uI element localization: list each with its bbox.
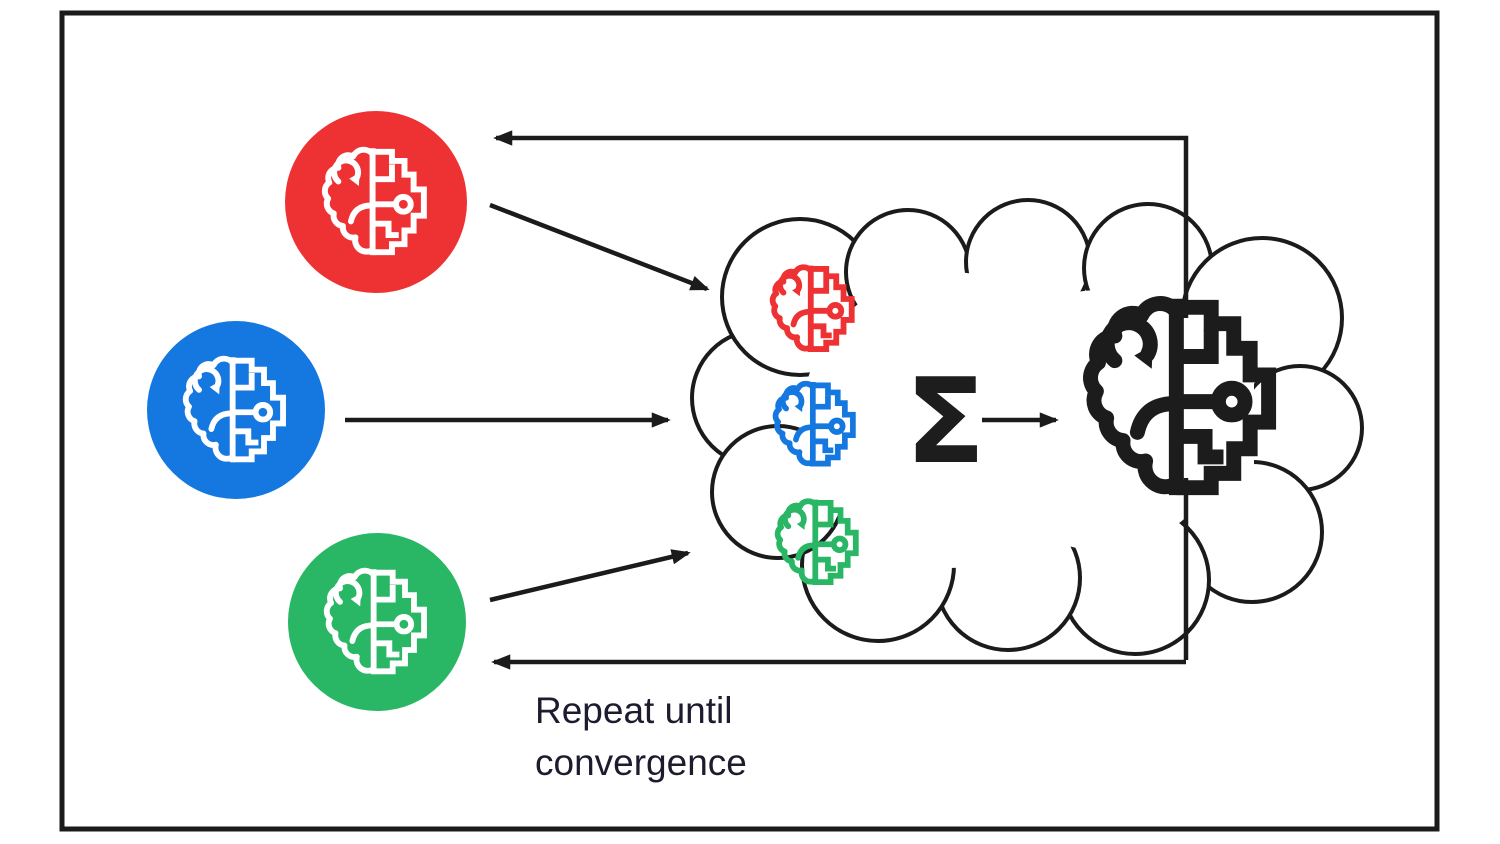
- client-red-node: [285, 111, 467, 293]
- global-model-node: [1066, 303, 1269, 487]
- upload-arrows: [345, 202, 710, 603]
- arrow-green-to-cloud: [489, 549, 691, 603]
- arrow-red-to-cloud: [489, 202, 710, 292]
- annotation-line-2: convergence: [535, 742, 747, 783]
- client-green-node: [288, 533, 466, 711]
- sigma-aggregation-symbol: Σ: [905, 352, 986, 490]
- annotation-line-1: Repeat until: [535, 690, 732, 731]
- annotation-repeat-until-convergence: Repeat until convergence: [535, 690, 747, 783]
- client-blue-node: [147, 321, 325, 499]
